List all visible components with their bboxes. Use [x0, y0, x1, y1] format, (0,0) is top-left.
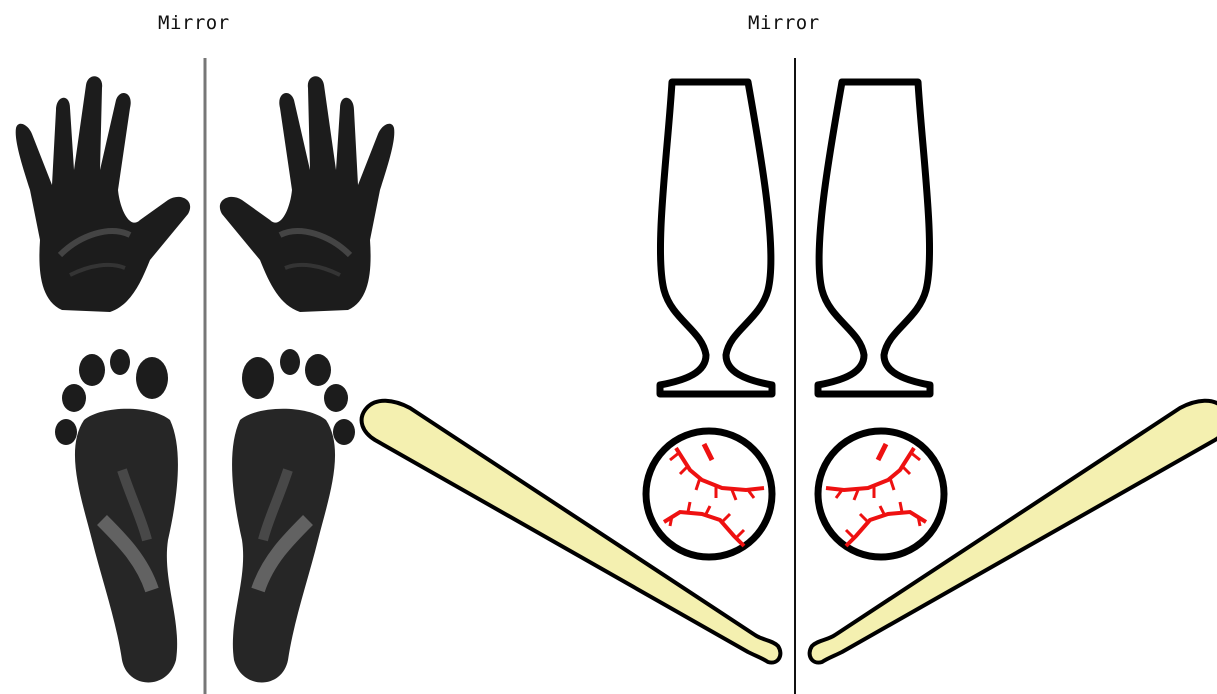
- hand-print-mirrored-icon: [220, 76, 394, 312]
- hand-print-icon: [16, 76, 190, 312]
- baseball-mirrored-icon: [818, 431, 944, 557]
- foot-print-icon: [55, 349, 178, 683]
- foot-print-mirrored-icon: [232, 349, 355, 683]
- goblet-glass-icon: [660, 82, 772, 394]
- baseball-icon: [646, 431, 772, 557]
- goblet-glass-mirrored-icon: [818, 82, 930, 394]
